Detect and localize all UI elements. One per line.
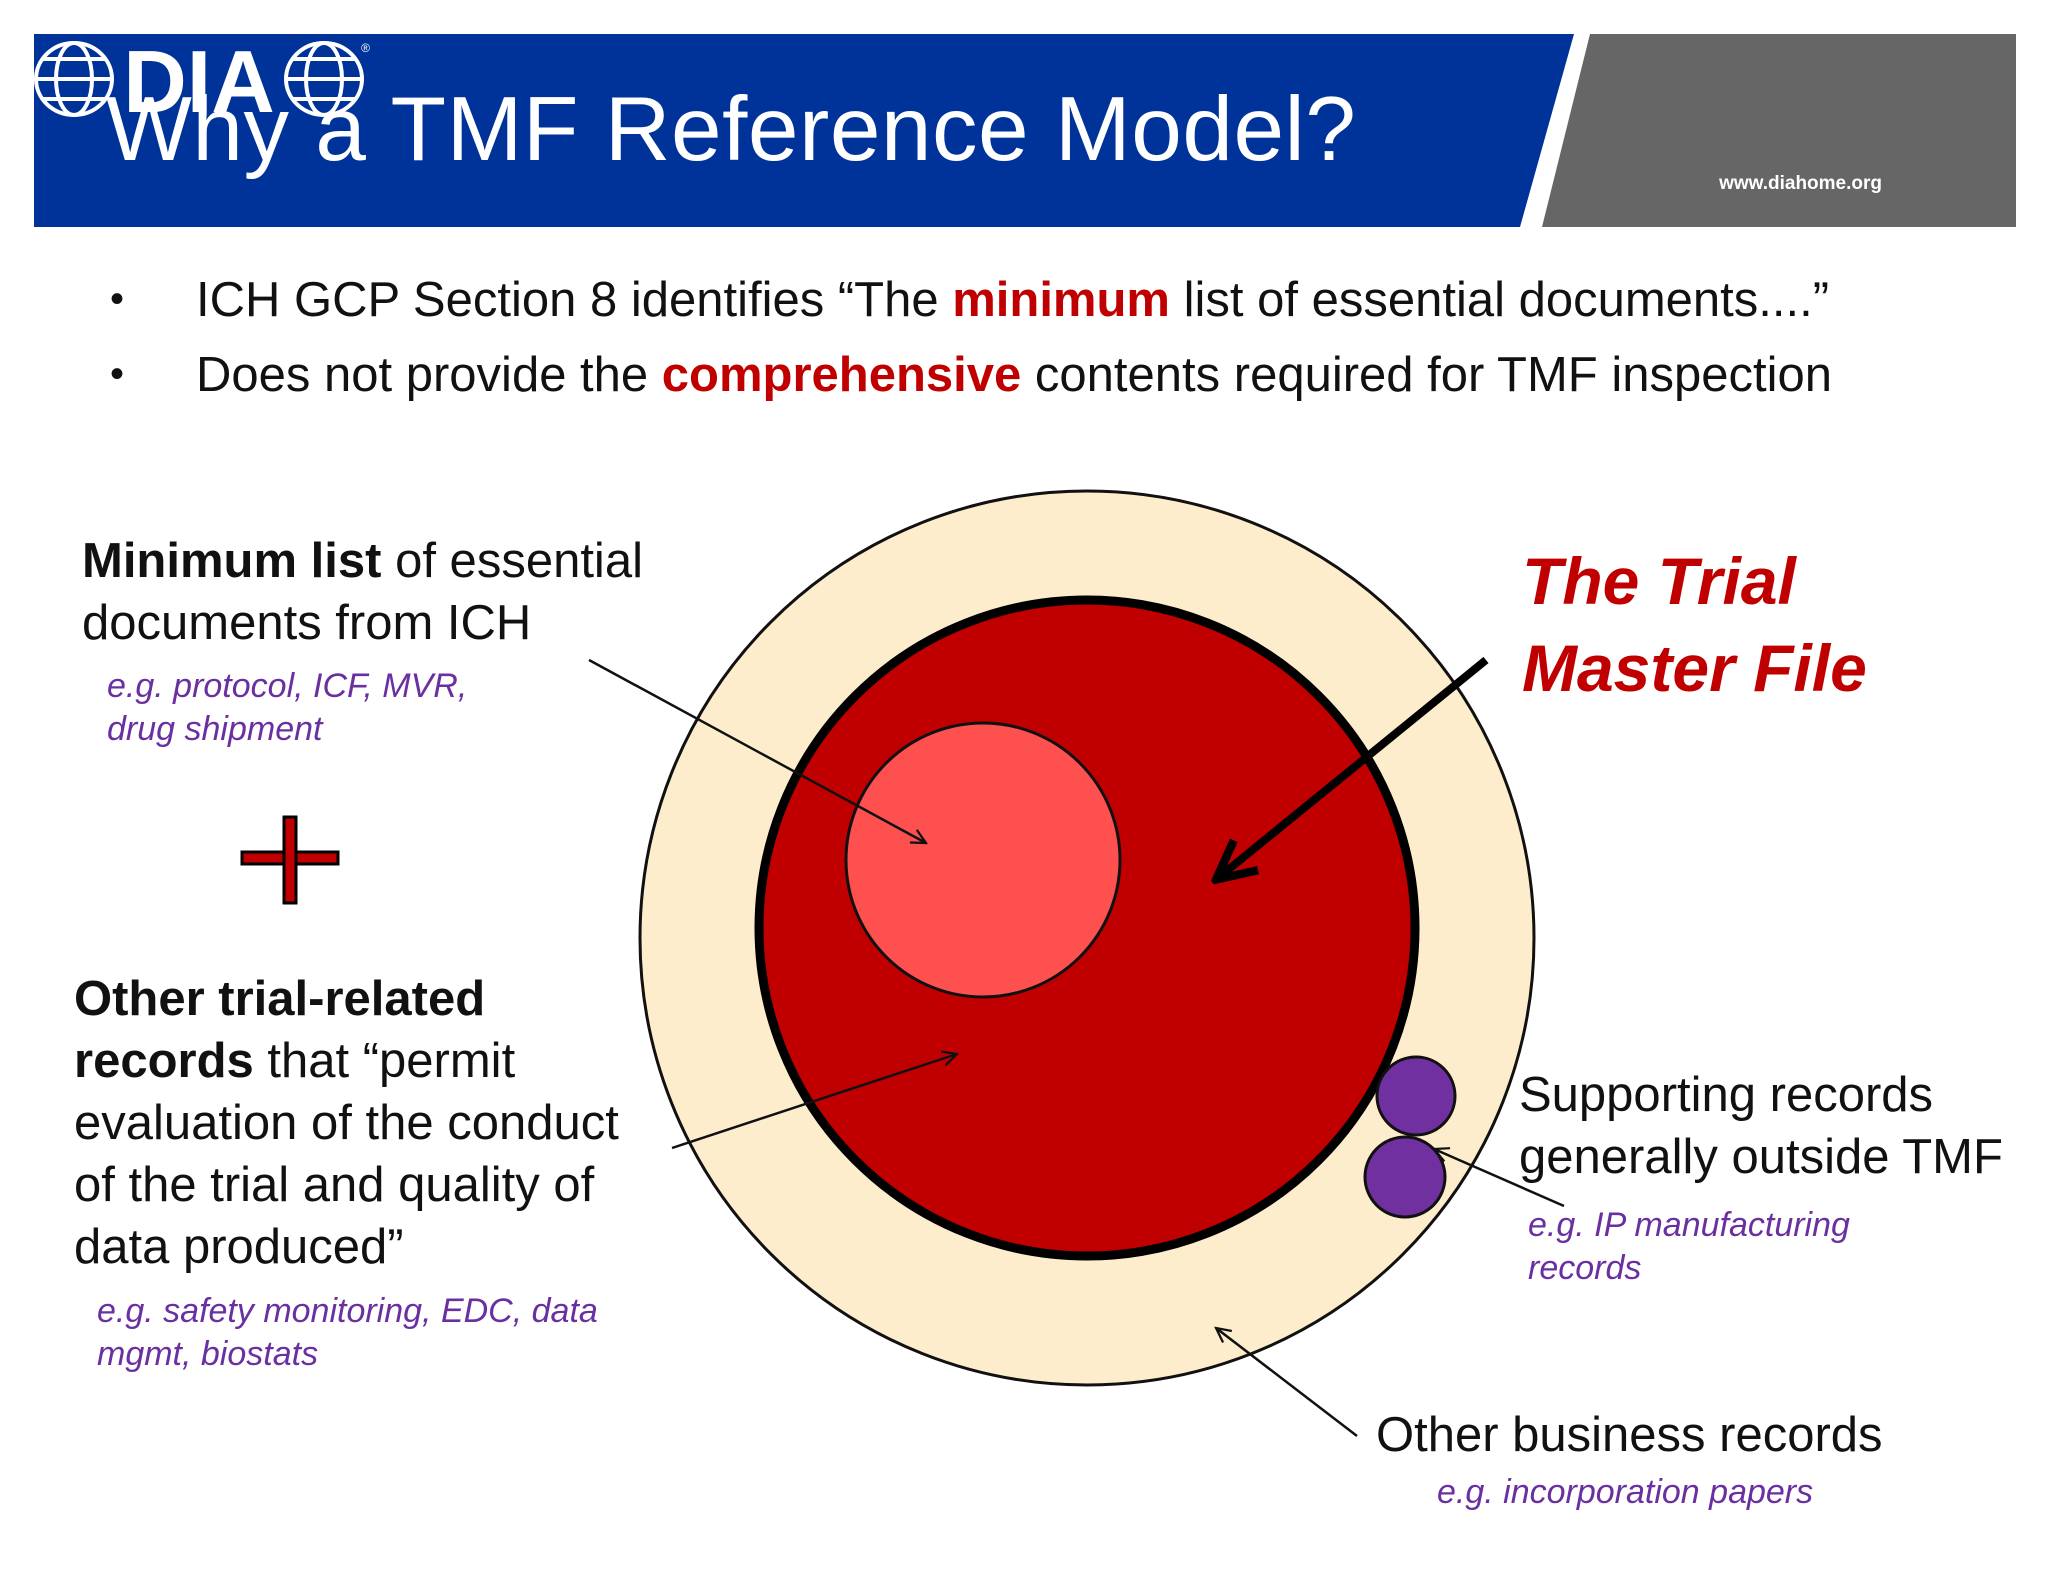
bullet-text: Does not provide the comprehensive conte… — [196, 347, 1832, 402]
globe-right-icon — [284, 41, 364, 117]
other-business-records-label: Other business records — [1376, 1408, 1883, 1462]
supporting-records-label: Supporting records generally outside TMF — [1519, 1068, 2003, 1184]
arrow-minimum-list — [588, 658, 926, 843]
arrow-other-business-records — [1216, 1328, 1358, 1437]
arrow-supporting-records — [1434, 1149, 1565, 1208]
minimum-list-label: Minimum list of essential documents from… — [82, 534, 643, 650]
bullet-item: • Does not provide the comprehensive con… — [110, 337, 2010, 412]
minimum-list-bold: Minimum list — [82, 534, 382, 588]
plus-icon — [240, 815, 340, 905]
logo-url: www.diahome.org — [1719, 173, 1882, 194]
bullet-dot: • — [110, 277, 125, 321]
tmf-label-line2: Master File — [1522, 631, 1867, 705]
logo-panel — [1542, 34, 2016, 227]
bullet-item: • ICH GCP Section 8 identifies “The mini… — [110, 262, 2010, 337]
minimum-list-example: e.g. protocol, ICF, MVR, drug shipment — [107, 667, 468, 748]
supporting-record-circle — [1363, 1135, 1447, 1219]
arrow-trial-master-file — [1218, 656, 1489, 878]
dia-logo-text: DIA — [123, 34, 275, 131]
supporting-records-example: e.g. IP manufacturing records — [1528, 1206, 1850, 1287]
bullet-text: ICH GCP Section 8 identifies “The minimu… — [196, 272, 1830, 327]
globe-left-icon — [34, 41, 114, 117]
header-band: Why a TMF Reference Model? DIA ® www.dia… — [34, 34, 2016, 227]
title-band — [34, 34, 1574, 227]
tmf-label: The Trial Master File — [1522, 538, 1867, 712]
page-title: Why a TMF Reference Model? — [106, 79, 1357, 180]
tmf-label-line1: The Trial — [1522, 544, 1796, 618]
bullet-dot: • — [110, 352, 125, 396]
minimum-list-circle — [844, 721, 1122, 999]
bullet-list: • ICH GCP Section 8 identifies “The mini… — [110, 262, 2010, 412]
other-business-records-example: e.g. incorporation papers — [1437, 1473, 1814, 1511]
header-background — [34, 34, 2016, 227]
bullet-highlight: minimum — [952, 272, 1170, 327]
other-trial-records-example: e.g. safety monitoring, EDC, data mgmt, … — [97, 1292, 598, 1373]
arrow-other-trial-records — [671, 1054, 957, 1150]
supporting-record-circle — [1375, 1055, 1457, 1137]
svg-text:®: ® — [361, 41, 370, 55]
other-trial-records-label: Other trial-related records that “permit… — [74, 972, 619, 1274]
dia-logo: DIA ® — [34, 34, 370, 131]
bullet-highlight: comprehensive — [661, 347, 1022, 402]
